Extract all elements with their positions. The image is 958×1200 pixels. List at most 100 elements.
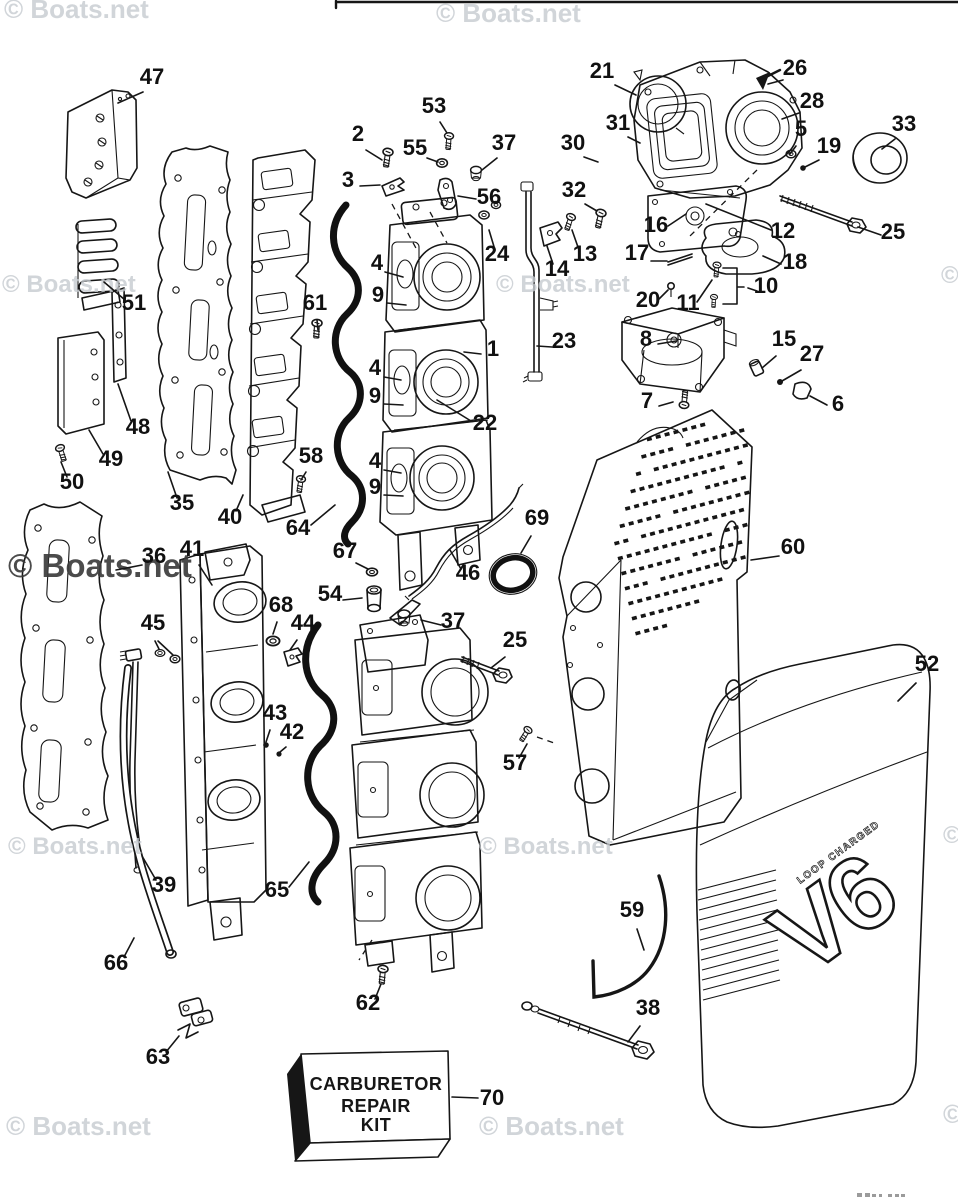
- perforation-hole: [713, 482, 720, 488]
- perforation-hole: [701, 549, 707, 555]
- part-label-6: 6: [832, 391, 844, 416]
- part-label-19: 19: [817, 133, 841, 158]
- part-label-52: 52: [915, 651, 939, 676]
- watermark: © Boats.net: [2, 271, 136, 298]
- perforation-hole: [719, 465, 725, 470]
- perforation-hole: [737, 460, 743, 466]
- perforation-hole: [640, 533, 647, 539]
- leader-line-14: [546, 245, 554, 265]
- watermark: © Boats.net: [479, 1111, 624, 1141]
- part-label-50: 50: [60, 469, 84, 494]
- perforation-hole: [646, 516, 652, 522]
- perforation-hole: [706, 532, 713, 537]
- part-label-44: 44: [291, 610, 316, 635]
- leader-line-32: [584, 203, 598, 212]
- perforation-hole: [649, 611, 656, 616]
- leader-line-41: [198, 564, 213, 586]
- perforation-hole: [649, 531, 656, 537]
- part-label-64: 64: [286, 515, 311, 540]
- perforation-hole: [699, 422, 706, 428]
- leader-line-4: [383, 376, 402, 381]
- perforation-hole: [624, 585, 631, 591]
- part-label-25: 25: [881, 219, 905, 244]
- part-label-21: 21: [590, 58, 614, 83]
- perforation-hole: [640, 613, 647, 619]
- perforation-hole: [667, 446, 674, 452]
- perforation-hole: [717, 577, 723, 582]
- part-label-54: 54: [318, 581, 343, 606]
- part-label-51: 51: [122, 290, 146, 315]
- screw-part-50: [53, 442, 70, 463]
- leader-line-12: [705, 203, 772, 231]
- leader-line-59: [636, 928, 645, 951]
- retainer-strip-part-48: [111, 287, 127, 383]
- perforation-hole: [729, 510, 736, 515]
- perforation-hole: [704, 564, 711, 570]
- part-label-24: 24: [485, 241, 510, 266]
- leader-line-67: [355, 562, 369, 570]
- part-label-8: 8: [640, 326, 652, 351]
- seal-ring-part-69: [488, 553, 538, 595]
- dashed-line-62: [358, 939, 373, 961]
- perforation-hole: [742, 522, 748, 528]
- perforation-hole: [631, 615, 638, 621]
- perforation-hole: [658, 528, 665, 534]
- leader-line-62: [374, 983, 382, 1000]
- leader-line-27: [781, 369, 802, 382]
- plate-part-49: [57, 331, 105, 435]
- leader-line-4: [383, 469, 402, 474]
- silencer-perforations: [614, 422, 750, 636]
- watermark: © Boats.net: [496, 271, 630, 298]
- leader-line-6: [809, 395, 828, 406]
- leader-line-1: [463, 351, 482, 355]
- part-label-1: 1: [487, 336, 499, 361]
- perforation-hole: [644, 548, 650, 554]
- cover-v6-logo-text: V6: [751, 833, 916, 997]
- link-rod-part-23: [520, 181, 559, 383]
- reed-stoppers-part-51: [75, 218, 121, 311]
- perforation-hole: [667, 606, 673, 612]
- part-label-20: 20: [636, 287, 660, 312]
- perforation-hole: [712, 435, 718, 440]
- perforation-hole: [720, 512, 727, 518]
- leader-line-26: [767, 79, 784, 85]
- part-label-28: 28: [800, 88, 824, 113]
- leader-line-64: [310, 504, 336, 526]
- part-label-35: 35: [170, 490, 194, 515]
- screw-part-57: [516, 724, 534, 744]
- gasket-black-part-64: [330, 201, 366, 548]
- perforation-hole: [740, 555, 746, 560]
- perforation-hole: [676, 524, 683, 530]
- screw-part-58: [293, 474, 307, 494]
- part-label-40: 40: [218, 504, 242, 529]
- bolt-part-38: [521, 1001, 655, 1060]
- leader-line-3: [359, 184, 381, 187]
- part-label-48: 48: [126, 414, 150, 439]
- footer-print-fragment: [857, 1193, 905, 1197]
- part-label-25: 25: [503, 627, 527, 652]
- part-label-57: 57: [503, 750, 527, 775]
- screw-part-7: [678, 389, 691, 410]
- perforation-hole: [685, 521, 691, 527]
- gasket-part-36: [20, 501, 109, 831]
- part-label-33: 33: [892, 111, 916, 136]
- leader-line-23: [536, 345, 553, 348]
- plug-part-6: [792, 381, 812, 400]
- plug-part-37: [469, 165, 483, 182]
- perforation-hole: [647, 563, 654, 569]
- part-label-3: 3: [342, 167, 354, 192]
- leader-line-10: [747, 287, 758, 292]
- clamp-part-44: [283, 647, 303, 667]
- perforation-hole: [658, 449, 665, 455]
- part-label-67: 67: [333, 538, 357, 563]
- perforation-hole: [717, 497, 724, 503]
- perforation-hole: [635, 630, 641, 636]
- nut-part-45b: [169, 654, 181, 664]
- perforation-hole: [653, 466, 660, 472]
- part-label-65: 65: [265, 877, 289, 902]
- part-label-7: 7: [641, 388, 653, 413]
- perforation-hole: [708, 579, 714, 585]
- diaphragm-part-16-12: [647, 185, 748, 253]
- perforation-hole: [656, 481, 663, 487]
- perforation-hole: [656, 561, 663, 567]
